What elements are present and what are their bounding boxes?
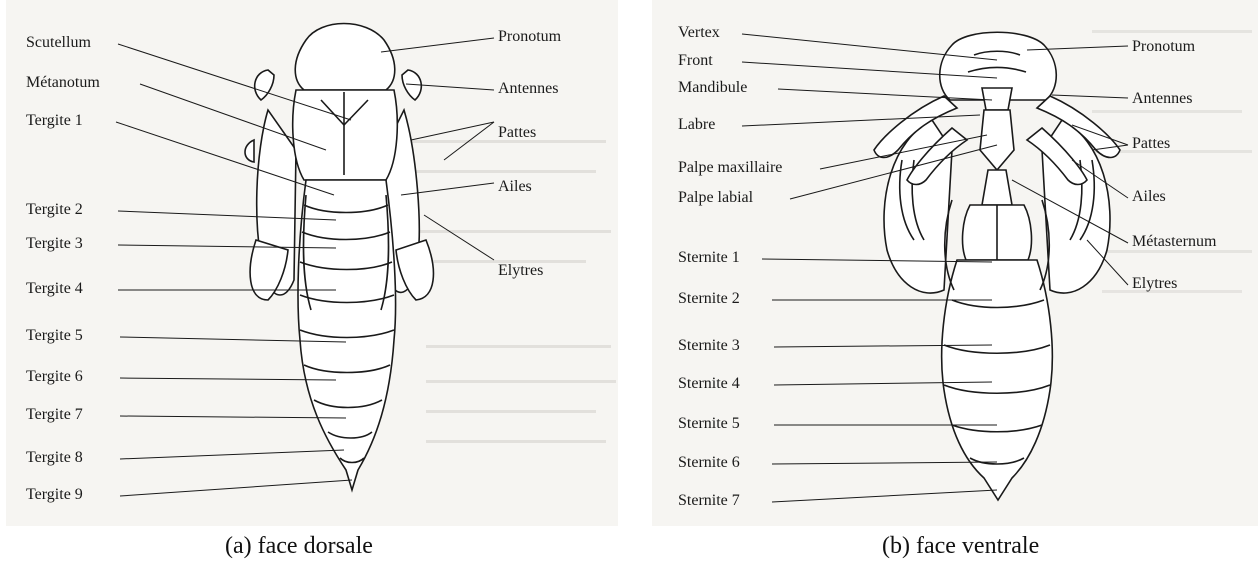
label-sternite-2: Sternite 2 — [678, 290, 740, 308]
label-tergite-7: Tergite 7 — [26, 406, 83, 424]
label-mandibule: Mandibule — [678, 79, 747, 97]
label-ailes: Ailes — [498, 178, 532, 196]
label-labre: Labre — [678, 116, 715, 134]
label-sternite-5: Sternite 5 — [678, 415, 740, 433]
label-tergite-6: Tergite 6 — [26, 368, 83, 386]
label-tergite-8: Tergite 8 — [26, 449, 83, 467]
caption-dorsal: (a) face dorsale — [225, 532, 373, 560]
label-antennes-ventral: Antennes — [1132, 90, 1192, 108]
label-tergite-9: Tergite 9 — [26, 486, 83, 504]
label-scutellum: Scutellum — [26, 34, 91, 52]
dorsal-insect — [245, 24, 433, 491]
label-palpe-labial: Palpe labial — [678, 189, 753, 207]
label-ailes-ventral: Ailes — [1132, 188, 1166, 206]
label-sternite-4: Sternite 4 — [678, 375, 740, 393]
label-antennes: Antennes — [498, 80, 558, 98]
caption-ventral: (b) face ventrale — [882, 532, 1039, 560]
label-sternite-1: Sternite 1 — [678, 249, 740, 267]
bleed-through-text — [1092, 30, 1252, 293]
label-palpe-maxillaire: Palpe maxillaire — [678, 159, 782, 177]
label-metanotum: Métanotum — [26, 74, 100, 92]
label-tergite-3: Tergite 3 — [26, 235, 83, 253]
label-tergite-1: Tergite 1 — [26, 112, 83, 130]
dorsal-figure: Scutellum Métanotum Tergite 1 Tergite 2 … — [6, 0, 618, 526]
label-pattes-ventral: Pattes — [1132, 135, 1170, 153]
ventral-insect — [874, 32, 1120, 500]
ventral-figure: Vertex Front Mandibule Labre Palpe maxil… — [652, 0, 1258, 526]
label-pronotum-ventral: Pronotum — [1132, 38, 1195, 56]
label-tergite-4: Tergite 4 — [26, 280, 83, 298]
label-elytres: Elytres — [498, 262, 543, 280]
label-tergite-5: Tergite 5 — [26, 327, 83, 345]
label-front: Front — [678, 52, 713, 70]
label-sternite-6: Sternite 6 — [678, 454, 740, 472]
label-tergite-2: Tergite 2 — [26, 201, 83, 219]
label-pronotum: Pronotum — [498, 28, 561, 46]
label-sternite-7: Sternite 7 — [678, 492, 740, 510]
label-metasternum: Métasternum — [1132, 233, 1216, 251]
label-vertex: Vertex — [678, 24, 720, 42]
label-sternite-3: Sternite 3 — [678, 337, 740, 355]
label-pattes: Pattes — [498, 124, 536, 142]
label-elytres-ventral: Elytres — [1132, 275, 1177, 293]
